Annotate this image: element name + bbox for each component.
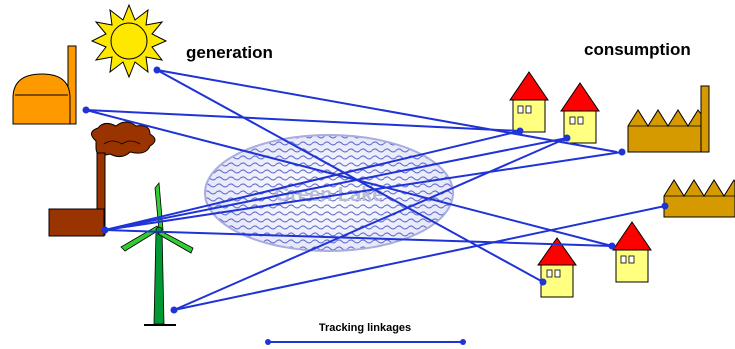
link-line [156,69,544,283]
link-line [85,109,521,132]
link-line [104,151,623,231]
link-line [104,137,568,231]
biogas-plant-icon [12,45,77,125]
factory-icon [663,178,735,218]
link-line [173,205,666,311]
house-icon [560,82,600,144]
factory-icon [627,85,710,153]
sun-icon [90,3,168,79]
link-line [156,69,618,153]
consumption-label: consumption [584,40,691,59]
green-lake: Green Lake [204,134,454,252]
house-icon [537,237,577,298]
link-line [104,229,613,247]
house-icon [509,71,549,133]
link-line [173,137,568,311]
link-line [85,109,613,247]
tracking-links [85,69,666,343]
link-line [104,130,521,231]
coal-plant-icon [48,121,156,237]
legend-label: Tracking linkages [319,322,411,334]
wind-turbine-icon [120,181,194,326]
generation-label: generation [186,43,273,62]
link-endpoints [82,66,669,345]
house-icon [612,221,652,283]
